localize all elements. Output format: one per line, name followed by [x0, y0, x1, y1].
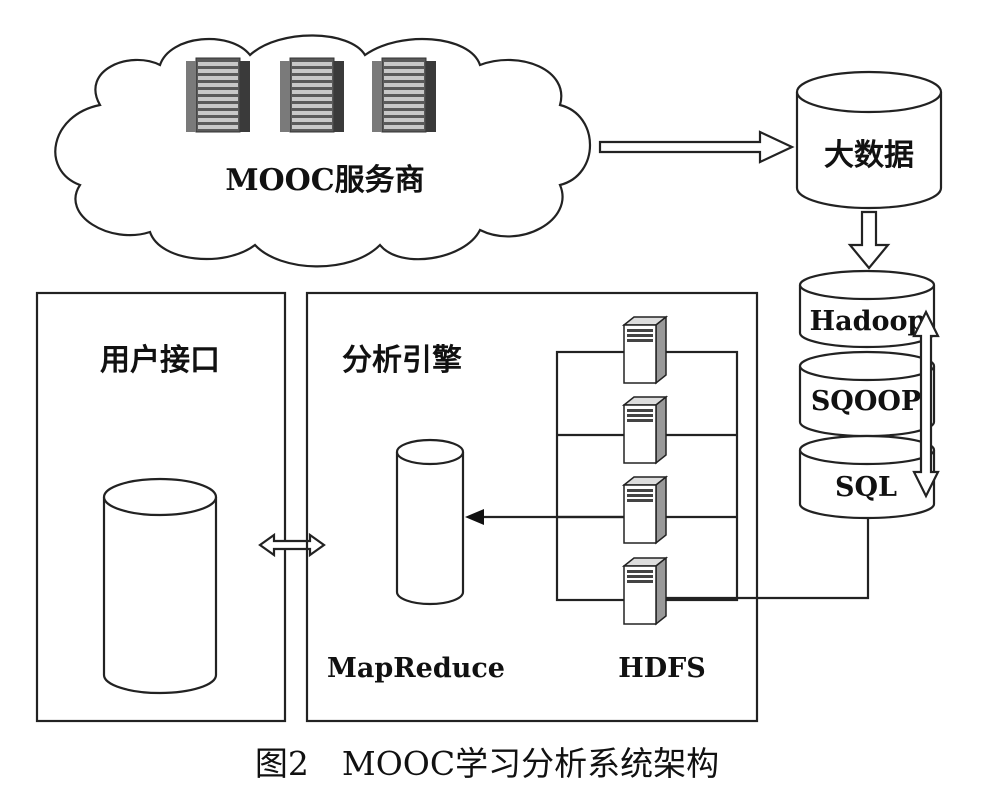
- hdfs-cluster: [555, 316, 739, 625]
- data-stack: Hadoop SQOOP SQL: [798, 269, 940, 520]
- mapreduce-cylinder: [395, 438, 465, 606]
- mapreduce-label: MapReduce: [327, 653, 505, 684]
- bigdata-cylinder: 大数据: [795, 70, 943, 210]
- hdfs-server-icon: [623, 396, 667, 464]
- bigdata-to-stack-arrow: [847, 210, 891, 270]
- hdfs-server-icon: [623, 316, 667, 384]
- sqoop-cylinder: SQOOP: [798, 350, 936, 438]
- hdfs-server-icon: [623, 476, 667, 544]
- mooc-provider-cloud: MOOC服务商: [54, 34, 592, 268]
- analysis-engine-title: 分析引擎: [342, 343, 462, 378]
- cloud-to-bigdata-arrow: [598, 130, 795, 164]
- hadoop-label: Hadoop: [810, 306, 927, 337]
- server-rack-icon: [185, 57, 251, 133]
- figure-caption: 图2 MOOC学习分析系统架构: [255, 744, 719, 783]
- analysis-engine-panel: 分析引擎 MapReduce HDFS: [305, 291, 759, 723]
- cloud-label: MOOC服务商: [225, 163, 424, 198]
- user-database-cylinder: [102, 477, 218, 695]
- sql-cylinder: SQL: [798, 434, 936, 520]
- hadoop-cylinder: Hadoop: [798, 269, 936, 349]
- sql-label: SQL: [835, 472, 897, 503]
- ui-engine-double-arrow: [258, 532, 326, 558]
- bigdata-label: 大数据: [824, 138, 914, 173]
- sql-to-hdfs-connector: [666, 518, 870, 600]
- hdfs-to-mapreduce-arrowhead: [465, 509, 484, 525]
- hdfs-label: HDFS: [618, 653, 706, 684]
- server-rack-icon: [371, 57, 437, 133]
- stack-vertical-arrow: [912, 309, 940, 499]
- user-interface-title: 用户接口: [100, 343, 220, 378]
- sqoop-label: SQOOP: [811, 386, 921, 417]
- server-rack-icon: [279, 57, 345, 133]
- user-interface-panel: 用户接口: [35, 291, 287, 723]
- hdfs-server-icon: [623, 557, 667, 625]
